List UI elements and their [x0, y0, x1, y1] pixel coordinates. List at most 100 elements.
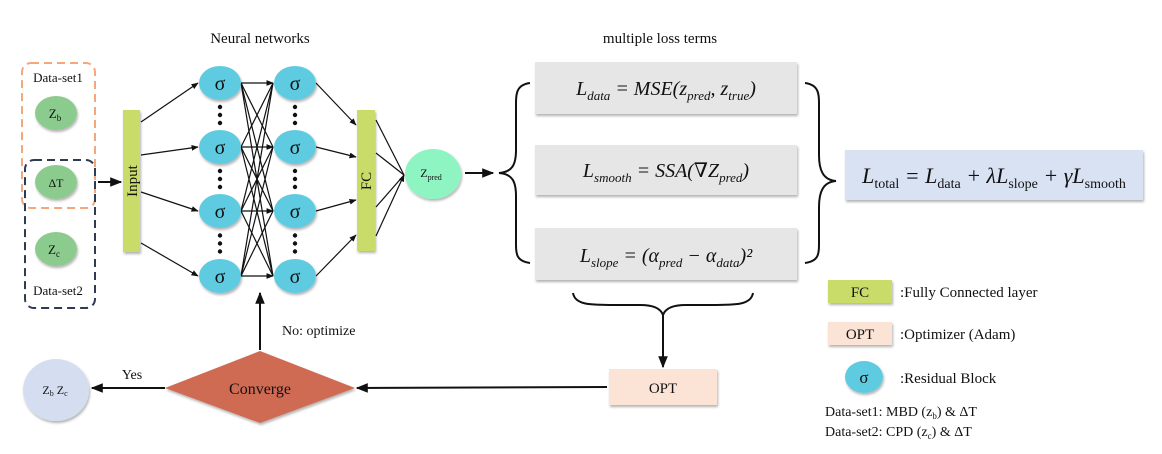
edge-block-to-fc	[315, 234, 357, 277]
ellipsis-dot	[292, 104, 298, 110]
svg-text:σ: σ	[290, 266, 301, 288]
residual-blocks: σ σ σ σ σ σ σ σ	[199, 66, 316, 293]
loss-box-data: Ldata = MSE(zpred, ztrue)	[535, 62, 797, 114]
legend-residual-block: σ :Residual Block	[845, 361, 997, 393]
ellipsis-dot	[292, 233, 298, 238]
residual-block-neuron: σ	[199, 66, 241, 100]
svg-text:σ: σ	[859, 368, 868, 387]
svg-text:Converge: Converge	[229, 381, 291, 398]
ellipsis-dot	[217, 233, 223, 238]
residual-block-neuron: σ	[274, 259, 316, 293]
ellipsis-dot	[217, 120, 223, 126]
edge-block-to-block	[240, 82, 274, 148]
svg-text:Input: Input	[125, 164, 141, 196]
dataset2-label: Data-set2	[33, 283, 83, 298]
input-node-zc: Zc	[35, 232, 77, 266]
ellipsis-dot	[217, 249, 223, 254]
ellipsis-dot	[217, 104, 223, 110]
svg-text:OPT: OPT	[846, 327, 874, 343]
no-optimize-label: No: optimize	[282, 324, 356, 339]
z-pred-node: Zpred	[405, 149, 461, 199]
opt-box: OPT	[609, 369, 717, 405]
input-node-zb: Zb	[35, 96, 77, 130]
result-node: Zb Zc	[23, 359, 89, 421]
ellipsis-dot	[217, 112, 223, 118]
arrow-opt-to-converge	[355, 383, 608, 393]
edge-fc-to-zpred	[375, 152, 405, 176]
network-connections	[140, 80, 405, 279]
ellipsis-dot	[292, 184, 298, 190]
edge-fc-to-zpred	[375, 174, 405, 237]
residual-block-neuron: σ	[274, 130, 316, 164]
svg-text:Zpred: Zpred	[420, 166, 442, 182]
svg-text:FC: FC	[851, 285, 869, 301]
dataset1-label: Data-set1	[33, 70, 83, 85]
dataset1-group	[21, 62, 96, 209]
bottom-brace	[572, 292, 754, 319]
svg-text:σ: σ	[290, 201, 301, 223]
svg-text::Residual Block: :Residual Block	[900, 371, 997, 387]
svg-text:Ldata = MSE(zpred, ztrue): Ldata = MSE(zpred, ztrue)	[575, 78, 756, 103]
residual-block-neuron: σ	[199, 194, 241, 228]
svg-text::Fully Connected layer: :Fully Connected layer	[900, 285, 1037, 301]
ellipsis-dot	[217, 184, 223, 190]
legend-opt: OPT :Optimizer (Adam)	[828, 322, 1015, 345]
ellipsis-dot	[217, 176, 223, 182]
ellipsis-dots	[217, 104, 298, 254]
left-brace	[498, 82, 531, 264]
edge-block-to-fc	[315, 146, 357, 159]
svg-text:FC: FC	[359, 172, 375, 190]
loss-terms-title: multiple loss terms	[603, 31, 717, 47]
neural-networks-title: Neural networks	[210, 31, 310, 47]
svg-text:ΔT: ΔT	[48, 176, 64, 190]
ellipsis-dot	[292, 249, 298, 254]
legend-dataset1-note: Data-set1: MBD (zb) & ΔT	[825, 405, 977, 421]
legend-fc: FC :Fully Connected layer	[828, 280, 1037, 303]
svg-text:σ: σ	[215, 201, 226, 223]
svg-text:OPT: OPT	[649, 381, 677, 397]
residual-block-neuron: σ	[274, 194, 316, 228]
edge-block-to-block	[240, 210, 274, 277]
legend: FC :Fully Connected layer OPT :Optimizer…	[825, 280, 1037, 441]
svg-text::Optimizer (Adam): :Optimizer (Adam)	[900, 327, 1015, 343]
edge-fc-to-zpred	[375, 174, 405, 208]
ellipsis-dot	[292, 120, 298, 126]
edge-block-to-block	[240, 82, 274, 277]
total-loss-box: Ltotal = Ldata + λLslope + γLsmooth	[845, 150, 1143, 200]
edge-block-to-fc	[315, 82, 357, 126]
svg-text:Lsmooth = SSA(∇Zpred): Lsmooth = SSA(∇Zpred)	[582, 160, 750, 185]
dataset2-group	[24, 159, 96, 309]
svg-text:Ltotal = Ldata + λLslope + γLs: Ltotal = Ldata + λLslope + γLsmooth	[861, 163, 1126, 192]
ellipsis-dot	[292, 241, 298, 246]
edge-input-to-block	[140, 242, 199, 277]
svg-text:σ: σ	[215, 137, 226, 159]
svg-text:σ: σ	[290, 137, 301, 159]
residual-block-neuron: σ	[199, 130, 241, 164]
fc-layer: FC	[357, 110, 375, 251]
edge-block-to-block	[240, 146, 274, 277]
svg-text:Zb: Zb	[49, 106, 62, 123]
residual-block-neuron: σ	[199, 259, 241, 293]
edge-input-to-block	[140, 145, 199, 156]
svg-text:σ: σ	[290, 73, 301, 95]
loss-box-slope: Lslope = (αpred − αdata)²	[535, 228, 797, 280]
ellipsis-dot	[217, 241, 223, 246]
svg-text:σ: σ	[215, 266, 226, 288]
input-layer: Input	[123, 110, 141, 252]
edge-block-to-fc	[315, 198, 357, 212]
ellipsis-dot	[292, 112, 298, 118]
yes-label: Yes	[122, 368, 142, 383]
legend-dataset2-note: Data-set2: CPD (zc) & ΔT	[825, 425, 972, 441]
ellipsis-dot	[217, 168, 223, 174]
edge-block-to-block	[240, 82, 274, 212]
input-node-delta-t: ΔT	[35, 165, 77, 199]
converge-decision: Converge	[165, 351, 355, 423]
svg-text:Lslope = (αpred − αdata)²: Lslope = (αpred − αdata)²	[579, 245, 753, 270]
svg-text:Zb Zc: Zb Zc	[42, 383, 68, 398]
loss-box-smooth: Lsmooth = SSA(∇Zpred)	[535, 145, 797, 195]
edge-input-to-block	[140, 82, 199, 123]
ellipsis-dot	[292, 176, 298, 182]
svg-text:σ: σ	[215, 73, 226, 95]
ellipsis-dot	[292, 168, 298, 174]
